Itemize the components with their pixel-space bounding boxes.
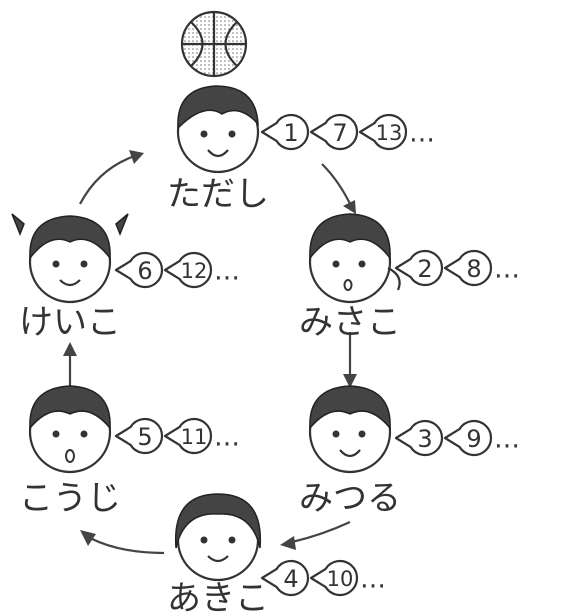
bubble-mitsuru-2: [443, 419, 493, 457]
arrow-akiko-to-kouji: [80, 530, 165, 555]
flow-arrows: [63, 150, 357, 555]
bubble-number-kouji-2: 11: [181, 425, 208, 449]
child-akiko-face: [174, 493, 262, 582]
bubble-number-tadashi-2: 7: [332, 119, 347, 147]
bubble-tadashi-3: [358, 113, 408, 151]
child-misako-face: [308, 213, 401, 304]
ellipsis-tadashi: …: [409, 119, 435, 149]
bubble-number-keiko-1: 6: [137, 257, 152, 285]
child-kouji-face: [28, 385, 112, 474]
bubble-number-keiko-2: 12: [181, 259, 208, 283]
child-keiko-face: [11, 213, 129, 304]
bubble-misako-1: [394, 249, 444, 287]
arrow-mitsuru-to-akiko: [280, 521, 351, 550]
name-keiko: けいこ: [19, 303, 121, 343]
arrow-keiko-to-tadashi: [79, 150, 144, 205]
bubble-number-kouji-1: 5: [137, 423, 152, 451]
bubble-kouji-2: [163, 417, 213, 455]
bubble-misako-2: [443, 249, 493, 287]
arrow-tadashi-to-misako: [321, 163, 356, 214]
bubble-tadashi-1: [260, 113, 310, 151]
bubble-number-misako-1: 2: [417, 255, 432, 283]
bubble-number-akiko-2: 10: [327, 567, 354, 591]
bubble-keiko-2: [163, 251, 213, 289]
bubble-keiko-1: [114, 251, 164, 289]
child-tadashi-face: [176, 85, 260, 174]
bubble-number-mitsuru-1: 3: [417, 425, 432, 453]
arrow-kouji-to-keiko: [63, 342, 77, 386]
ellipsis-akiko: …: [360, 565, 386, 595]
arrow-misako-to-mitsuru: [343, 332, 357, 388]
bubble-number-mitsuru-2: 9: [466, 425, 481, 453]
name-misako: みさこ: [299, 303, 401, 343]
bubble-tadashi-2: [309, 113, 359, 151]
bubble-number-tadashi-3: 13: [376, 121, 403, 145]
name-mitsuru: みつる: [299, 479, 401, 519]
name-tadashi: ただし: [167, 175, 269, 215]
child-mitsuru-face: [308, 385, 392, 474]
bubble-akiko-2: [309, 559, 359, 597]
bubble-number-misako-2: 8: [466, 255, 481, 283]
ellipsis-misako: …: [494, 255, 520, 285]
bubble-mitsuru-1: [394, 419, 444, 457]
ellipsis-kouji: …: [214, 423, 240, 453]
name-kouji: こうじ: [19, 479, 121, 519]
bubble-kouji-1: [114, 417, 164, 455]
bubble-akiko-1: [260, 559, 310, 597]
ellipsis-mitsuru: …: [494, 425, 520, 455]
name-akiko: あきこ: [167, 579, 269, 614]
ellipsis-keiko: …: [214, 257, 240, 287]
bubble-number-tadashi-1: 1: [283, 119, 298, 147]
bubble-number-akiko-1: 4: [283, 565, 298, 593]
basketball-icon: [180, 10, 248, 78]
